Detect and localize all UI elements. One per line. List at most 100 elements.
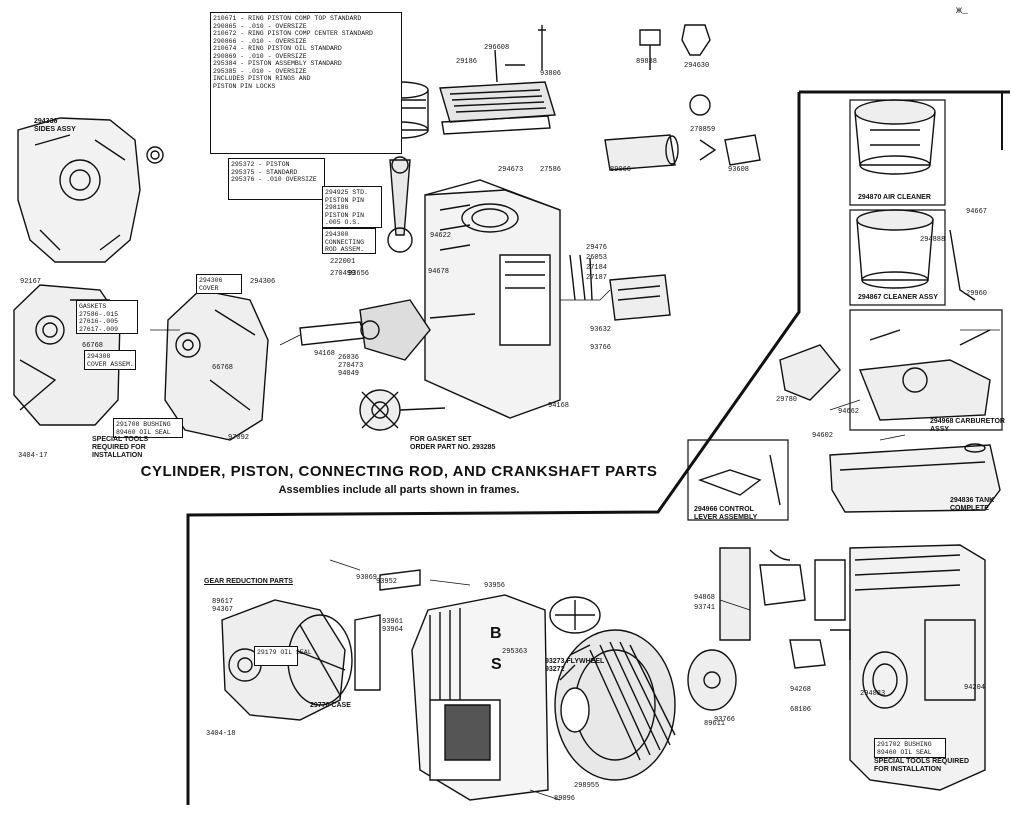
part-number: 27184 [586, 264, 608, 272]
part-number: 94204 [964, 684, 986, 692]
part-number: 93069 [356, 574, 378, 582]
bushing-left-text: 291708 BUSHING 89460 OIL SEAL [116, 421, 171, 436]
engine-block-right [849, 544, 986, 791]
air-cleaner-label: 294870 AIR CLEANER [858, 194, 931, 201]
part-number: 295363 [502, 648, 528, 656]
rewind-screen [549, 596, 601, 634]
crankshaft [299, 299, 476, 361]
part-number: 93766 [590, 344, 612, 352]
part-number: 93956 [484, 582, 506, 590]
part-number: 94678 [428, 268, 450, 276]
air-cleaner-lower [856, 209, 934, 289]
frame-bushing-right: 291702 BUSHING 89460 OIL SEAL [874, 738, 946, 758]
corner-mark: ж_ [956, 6, 969, 17]
frame-bushing-left: 291708 BUSHING 89460 OIL SEAL [113, 418, 183, 438]
part-number: 93806 [540, 70, 562, 78]
air-cleaner-2-label: 294867 CLEANER ASSY [858, 294, 938, 301]
part-number: 66768 [82, 342, 104, 350]
part-number: 93766 [714, 716, 736, 724]
piston-pin-text: 294925 STD. PISTON PIN 298186 PISTON PIN… [325, 189, 368, 226]
cylinder-block [424, 179, 561, 419]
part-number: 66768 [212, 364, 234, 372]
piston-rings-text: 210671 - RING PISTON COMP TOP STANDARD 2… [213, 15, 373, 90]
flywheel-label: 93273 FLYWHEEL 93272 [545, 658, 605, 673]
gear-case-left [17, 117, 164, 263]
part-number: 94662 [838, 408, 860, 416]
part-number: 89096 [554, 795, 576, 803]
frame-piston-pin: 294925 STD. PISTON PIN 298186 PISTON PIN… [322, 186, 382, 228]
part-number: 222001 [330, 258, 356, 266]
starter-cup [687, 649, 737, 711]
part-number: 29186 [456, 58, 478, 66]
part-number: 298955 [574, 782, 600, 790]
part-number: 29960 [966, 290, 988, 298]
breaker-parts [789, 629, 851, 669]
gear-reduction-housing [221, 569, 421, 721]
blower-housing [411, 594, 549, 801]
diagram-subtitle: Assemblies include all parts shown in fr… [278, 484, 520, 496]
part-number: 93964 [382, 626, 404, 634]
part-number: 27586 [540, 166, 562, 174]
magneto-armature [719, 547, 846, 641]
part-number: 29780 [776, 396, 798, 404]
part-number: 89066 [610, 166, 632, 174]
valve-springs [569, 254, 671, 321]
part-number: 89617 [212, 598, 234, 606]
part-number: 94868 [694, 594, 716, 602]
governor-linkage [779, 229, 976, 401]
control-lever [697, 454, 781, 506]
oil-seal-cover-text: 294306 COVER [199, 277, 223, 292]
bs-logo-b: B [490, 625, 502, 642]
frame-connecting-rod: 294300 CONNECTING ROD ASSEM. [322, 228, 376, 254]
carburetor-label: 294968 CARBURETOR ASSY [930, 418, 1005, 433]
part-number: 270499 [330, 270, 356, 278]
part-number: 94602 [812, 432, 834, 440]
part-number: 93741 [694, 604, 716, 612]
control-lever-label: 294966 CONTROL LEVER ASSEMBLY [694, 506, 758, 521]
fuel-tank-label: 294836 TANK COMPLETE [950, 497, 995, 512]
part-number: 94168 [548, 402, 570, 410]
part-number: 68106 [790, 706, 812, 714]
part-number: 92167 [20, 278, 42, 286]
gear-oil-seal-text: 29179 OIL SEAL [257, 649, 312, 656]
part-number: 26053 [586, 254, 608, 262]
part-number: 294630 [684, 62, 710, 70]
connecting-rod [387, 156, 413, 253]
frame-piston-rings: 210671 - RING PISTON COMP TOP STANDARD 2… [210, 12, 402, 154]
part-number: 94367 [212, 606, 234, 614]
part-number: 29476 [586, 244, 608, 252]
part-number: 94667 [966, 208, 988, 216]
part-number: 89611 [704, 720, 726, 728]
frame-oil-seal-cover: 294306 COVER [196, 274, 242, 294]
frame-gear-oil-seal: 29179 OIL SEAL [254, 646, 312, 666]
part-number: 27187 [586, 274, 608, 282]
part-number: 3404-18 [206, 730, 236, 738]
part-number: 94622 [430, 232, 452, 240]
part-number: 97092 [228, 434, 250, 442]
frame-piston-std: 295372 - PISTON 295375 - STANDARD 295376… [228, 158, 325, 200]
camshaft-gear [359, 389, 446, 431]
gaskets-text: GASKETS 27586-.015 27616-.005 27617-.009 [79, 303, 119, 333]
part-number: 93952 [376, 578, 398, 586]
gear-case-label: 29770 CASE [310, 702, 351, 709]
part-number: 26036 [338, 354, 360, 362]
cylinder-head [439, 49, 556, 135]
special-tools-note-left: SPECIAL TOOLS REQUIRED FOR INSTALLATION [92, 436, 149, 459]
bushing-right-text: 291702 BUSHING 89460 OIL SEAL [877, 741, 932, 756]
part-number: 93608 [728, 166, 750, 174]
cover-assem-text: 294308 COVER ASSEM. [87, 353, 134, 368]
connecting-rod-text: 294300 CONNECTING ROD ASSEM. [325, 231, 365, 253]
bs-logo-s: S [491, 656, 502, 673]
part-number: 270473 [338, 362, 364, 370]
part-number: 3404-17 [18, 452, 48, 460]
crankcase-cover-right [164, 289, 269, 441]
piston-std-text: 295372 - PISTON 295375 - STANDARD 295376… [231, 161, 317, 183]
part-number: 94168 [314, 350, 336, 358]
carburetor [849, 309, 1003, 431]
diagram-title: CYLINDER, PISTON, CONNECTING ROD, AND CR… [140, 463, 658, 480]
gear-reduction-heading: GEAR REDUCTION PARTS [204, 578, 293, 585]
part-number: 296608 [484, 44, 510, 52]
spark-plug-parts [538, 24, 711, 70]
